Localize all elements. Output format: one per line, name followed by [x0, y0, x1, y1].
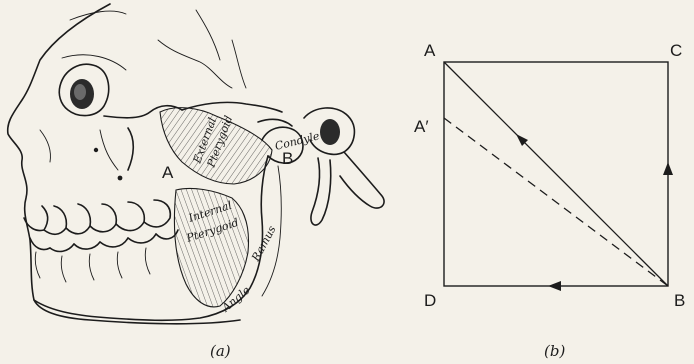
arrow-on-right-side — [663, 162, 673, 175]
ramus-label: Ramus — [249, 223, 279, 264]
dashed-line-a-prime-b — [444, 118, 668, 286]
caption-a: (a) — [210, 342, 231, 360]
point-a-label-a: A — [162, 163, 174, 182]
vertex-d-label: D — [424, 291, 436, 310]
lower-teeth — [30, 230, 178, 282]
point-b-label-a: B — [282, 149, 293, 168]
arrow-on-bottom-side — [548, 281, 561, 291]
vertex-a-label: A — [424, 41, 436, 60]
vertex-b-label: B — [674, 291, 685, 310]
diagonal-a-b — [444, 62, 668, 286]
vertex-c-label: C — [670, 41, 682, 60]
upper-teeth — [24, 200, 170, 234]
skull-jaw-illustration: A B Condyle External Pterygoid Internal … — [8, 4, 384, 324]
vertex-a-prime-label: A′ — [414, 117, 429, 136]
caption-b: (b) — [544, 342, 565, 360]
square-diagram: A A′ C D B — [414, 41, 685, 310]
